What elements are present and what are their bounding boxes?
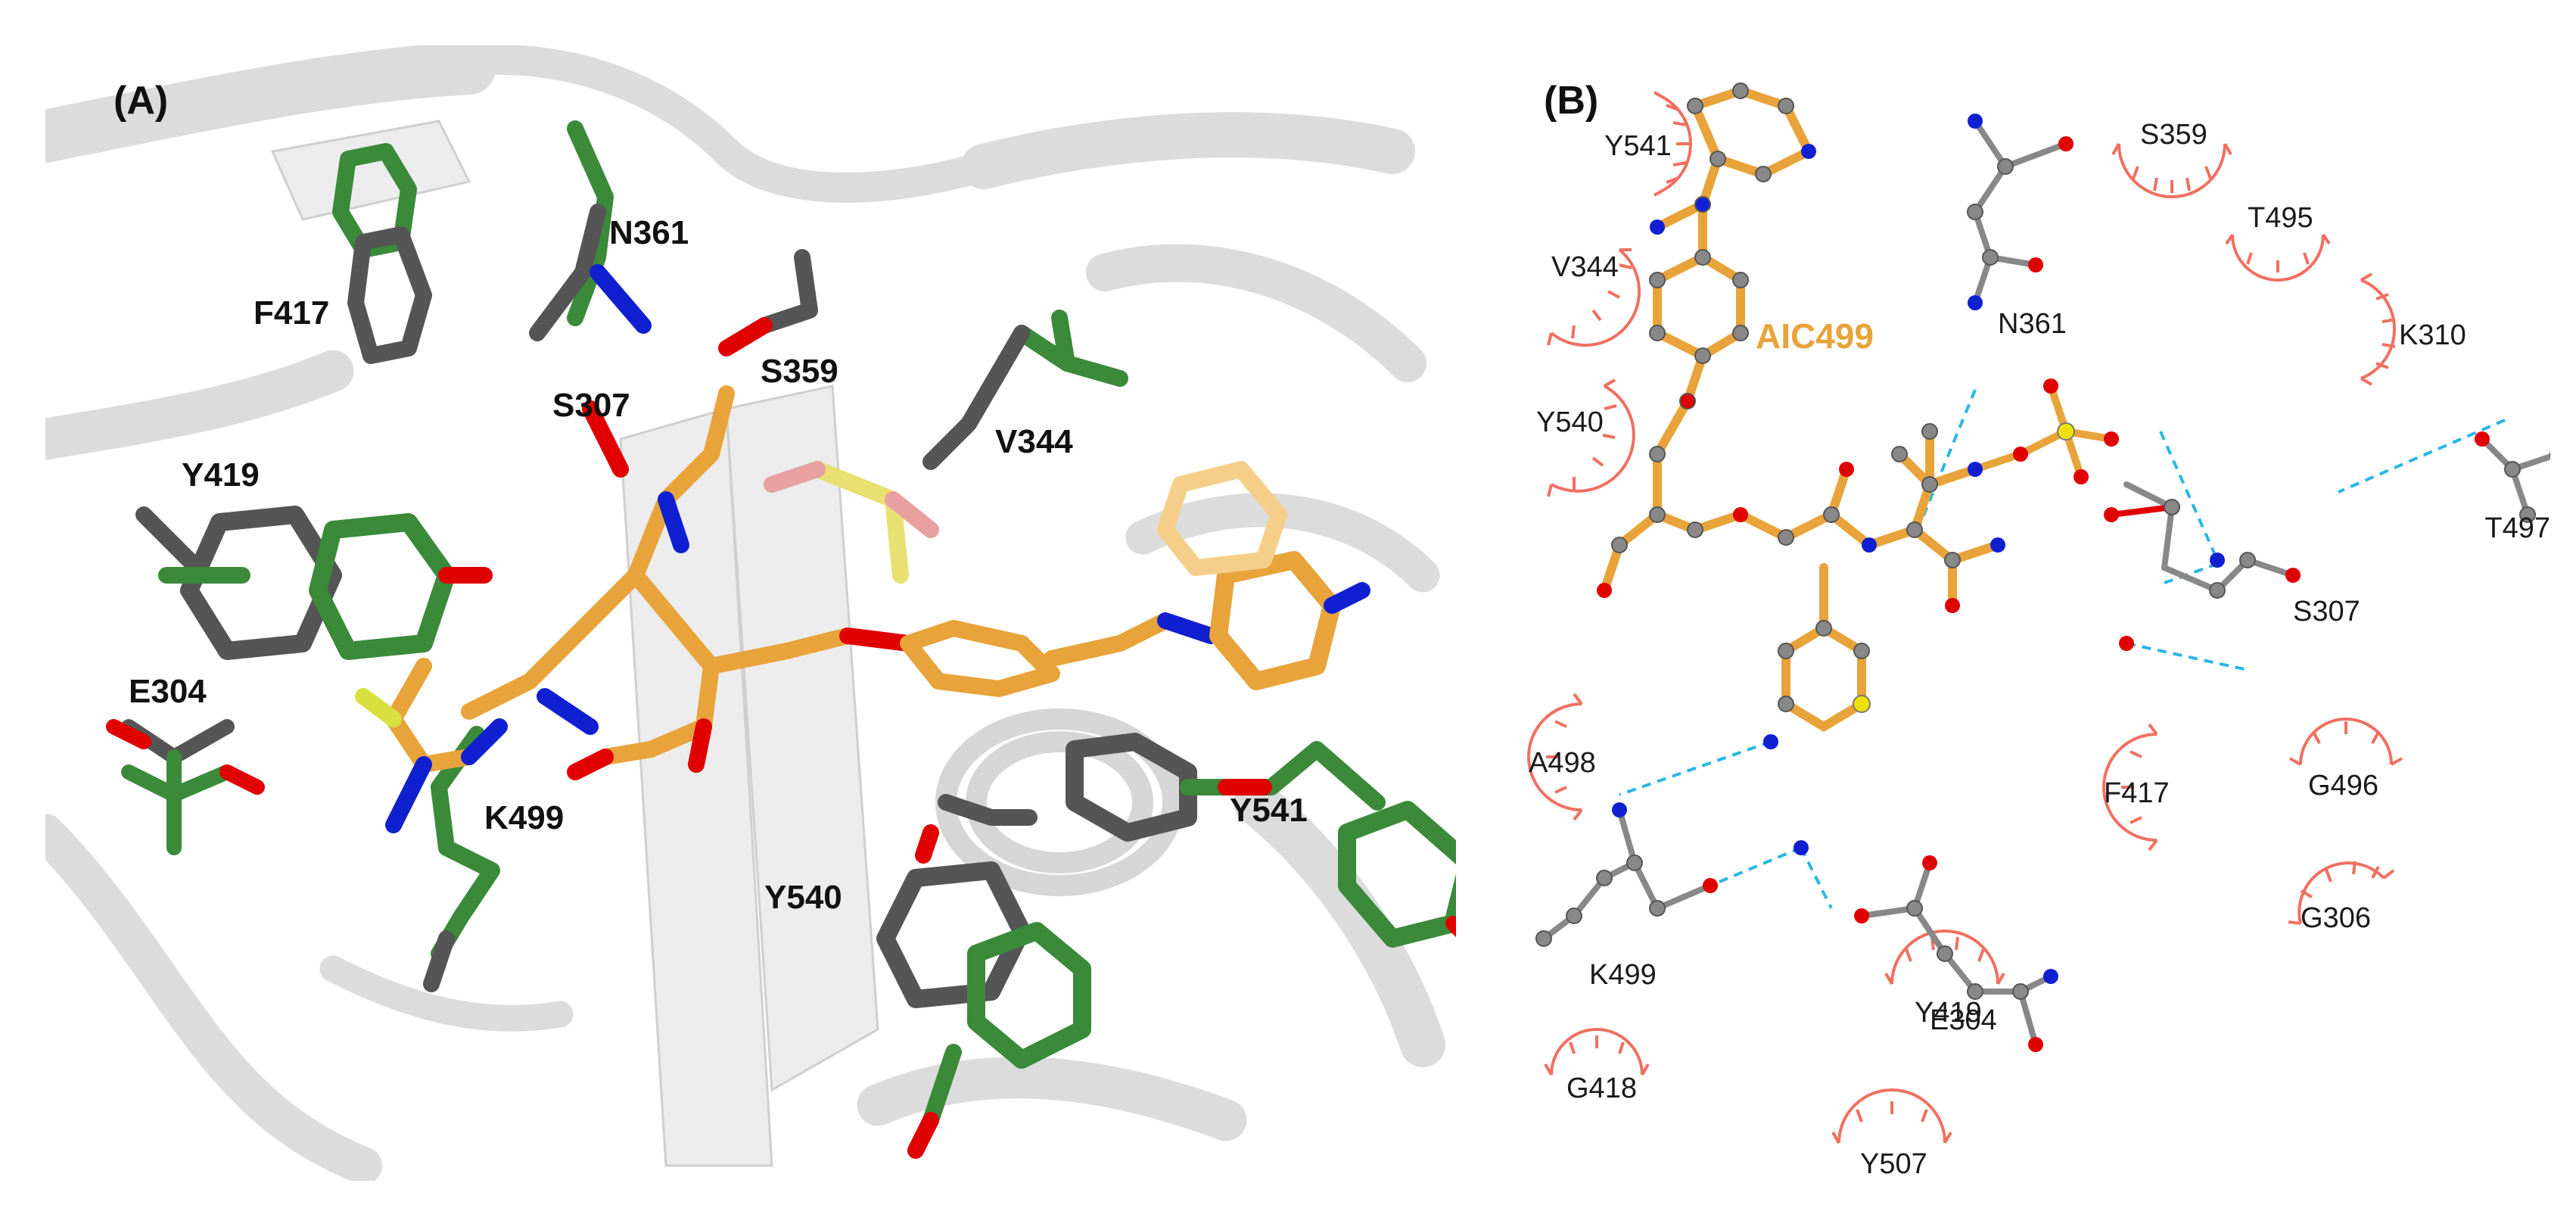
f417-ring-grey xyxy=(347,226,432,364)
label-f417-2d: F417 xyxy=(2104,777,2170,809)
label-v344: V344 xyxy=(995,423,1073,460)
label-t497-2d: T497 xyxy=(2484,512,2550,544)
panel-a-3d-view: (A) N361 F417 S359 S307 V344 Y419 E304 K… xyxy=(45,45,1456,1181)
hydrophobic-labels: Y541 S359 T495 V344 Y540 A498 F417 G496 … xyxy=(1529,119,2378,1180)
label-v344-2d: V344 xyxy=(1551,251,1619,283)
arc-v344 xyxy=(1547,248,1641,347)
label-y540: Y540 xyxy=(764,879,842,916)
label-y541-2d: Y541 xyxy=(1604,130,1672,162)
arc-y419 xyxy=(1884,929,2005,985)
label-g418-2d: G418 xyxy=(1566,1073,1637,1104)
ligand-bonds-2d xyxy=(1600,86,2002,732)
label-k310-2d: K310 xyxy=(2399,319,2466,351)
arc-g418 xyxy=(1544,1028,1650,1076)
ligand-sticks-3d xyxy=(355,385,1370,833)
arc-g306 xyxy=(2288,861,2395,925)
arc-g496 xyxy=(2289,718,2403,766)
label-y541: Y541 xyxy=(1230,792,1308,829)
atoms-oxygen xyxy=(1597,136,2490,1052)
label-t495-2d: T495 xyxy=(2248,202,2313,234)
atoms-carbon xyxy=(1535,83,2550,1000)
label-f417: F417 xyxy=(254,294,329,332)
label-a498-2d: A498 xyxy=(1529,747,1596,779)
label-n361-2d: N361 xyxy=(1998,308,2067,340)
label-s359-2d: S359 xyxy=(2140,119,2207,151)
panel-b-2d-diagram: (B) Y541 S359 T495 V344 Y540 A498 F417 G… xyxy=(1527,79,2550,1180)
label-y419: Y419 xyxy=(182,456,260,494)
arc-y507 xyxy=(1831,1088,1952,1144)
hbond-labels: N361 K310 T497 S307 K499 E304 xyxy=(1589,308,2550,1036)
arc-k310 xyxy=(2360,272,2397,386)
ligand-phosphate xyxy=(1971,382,2115,481)
label-g496-2d: G496 xyxy=(2308,770,2378,802)
atoms-sulfur-phosphorus xyxy=(1853,422,2075,713)
arc-f417 xyxy=(2102,723,2158,852)
label-s307-2d: S307 xyxy=(2293,596,2360,627)
label-y507-2d: Y507 xyxy=(1860,1148,1927,1180)
arc-s359 xyxy=(2111,143,2232,198)
panel-a-tag: (A) xyxy=(114,79,168,123)
label-y419-2d: Y419 xyxy=(1915,997,1982,1029)
arc-t495 xyxy=(2225,233,2331,282)
panel-b-tag: (B) xyxy=(1544,79,1598,123)
label-g306-2d: G306 xyxy=(2301,902,2371,934)
label-n361: N361 xyxy=(609,214,689,251)
label-y540-2d: Y540 xyxy=(1536,406,1604,438)
label-e304: E304 xyxy=(129,673,207,710)
hydrogen-bonds xyxy=(1619,389,2506,909)
arc-y541 xyxy=(1654,91,1692,197)
label-k499: K499 xyxy=(484,799,564,836)
label-k499-2d: K499 xyxy=(1589,959,1657,991)
protein-ribbons xyxy=(45,45,1445,1181)
beta-sheet xyxy=(270,120,879,1167)
ligand-name: AIC499 xyxy=(1756,316,1874,356)
residue-sticks xyxy=(106,120,1456,1159)
hydrophobic-arcs xyxy=(1527,91,2403,1144)
covalent-bond-red xyxy=(2111,504,2173,518)
arc-a498 xyxy=(1527,693,1583,821)
label-s307: S307 xyxy=(552,387,630,424)
atoms-nitrogen xyxy=(1612,114,2225,984)
label-s359: S359 xyxy=(761,353,838,390)
label-e304-2d: E304 xyxy=(1930,1004,1997,1036)
arc-y540 xyxy=(1547,378,1635,497)
